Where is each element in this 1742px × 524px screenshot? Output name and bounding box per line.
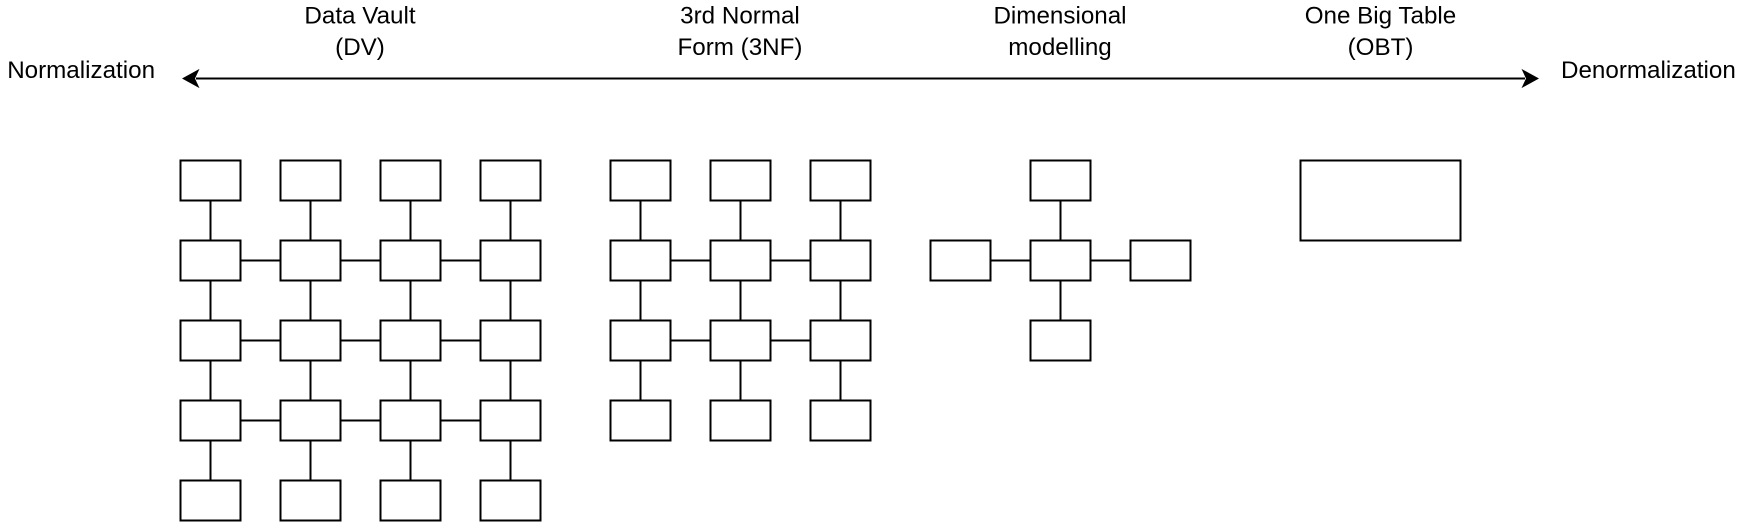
svg-text:modelling: modelling <box>1008 34 1112 61</box>
svg-text:Data Vault: Data Vault <box>304 3 415 30</box>
svg-text:Dimensional: Dimensional <box>993 3 1126 30</box>
svg-text:Denormalization: Denormalization <box>1561 57 1736 84</box>
svg-text:(OBT): (OBT) <box>1348 34 1414 61</box>
svg-text:One Big Table: One Big Table <box>1305 3 1457 30</box>
svg-text:Normalization: Normalization <box>7 57 155 84</box>
svg-text:(DV): (DV) <box>335 34 385 61</box>
svg-text:3rd Normal: 3rd Normal <box>680 3 800 30</box>
svg-text:Form (3NF): Form (3NF) <box>678 34 803 61</box>
